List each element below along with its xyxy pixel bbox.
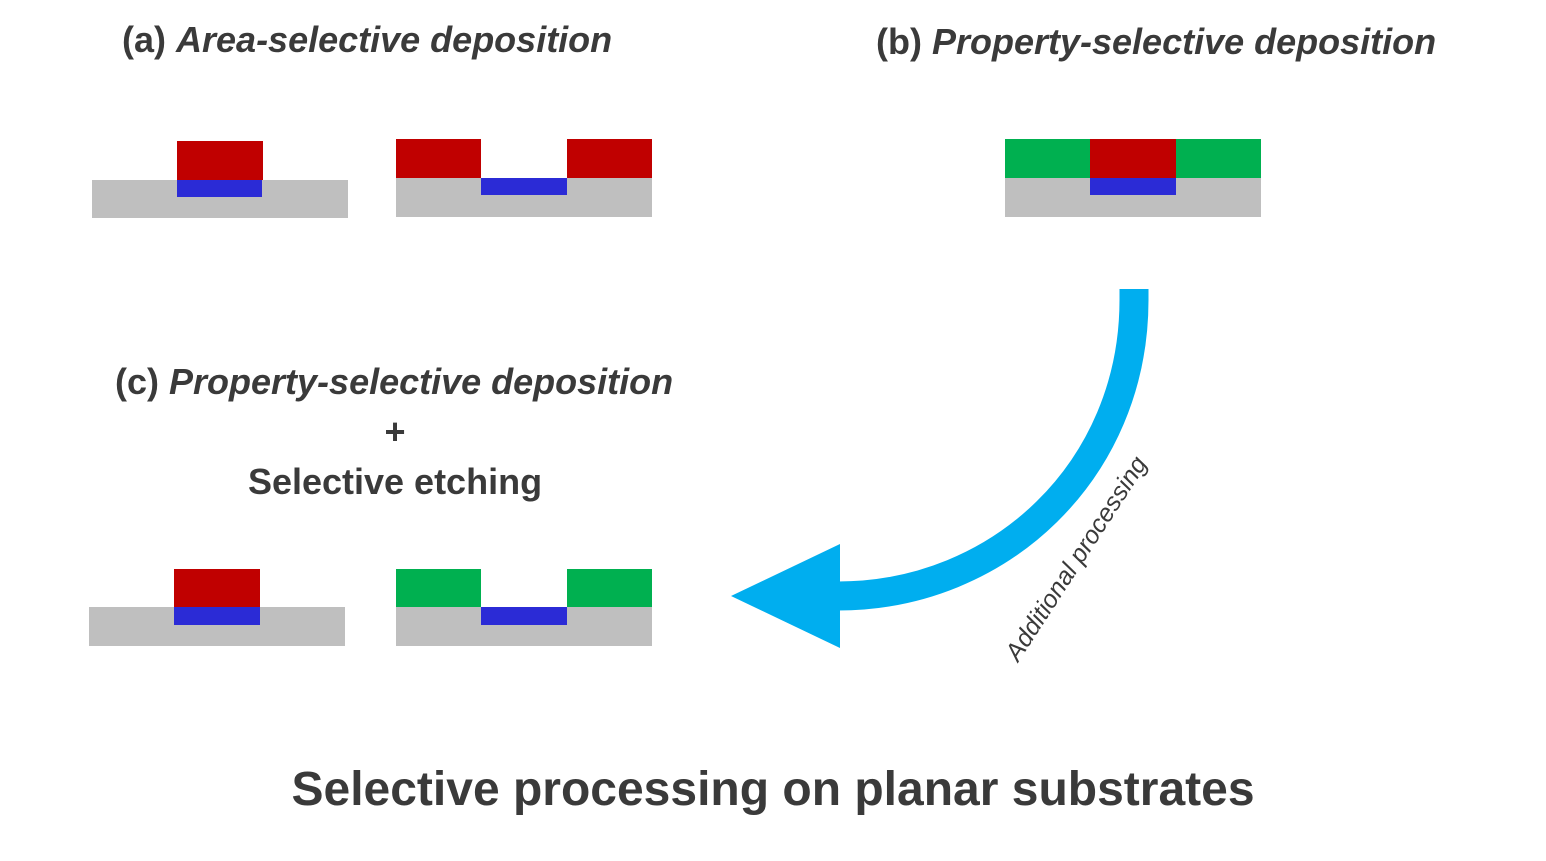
panel-b-heading: Property-selective deposition <box>931 21 1437 62</box>
panel-c-title-line1: (c) Property-selective deposition <box>115 364 673 400</box>
blue-pattern <box>481 607 567 625</box>
red-film <box>177 141 263 180</box>
blue-pattern <box>481 178 567 195</box>
panel-a-letter: (a) <box>122 19 166 60</box>
green-film-left <box>396 569 481 607</box>
panel-a-title: (a) Area-selective deposition <box>122 22 612 58</box>
panel-c-heading-2: Selective etching <box>247 461 543 502</box>
red-film <box>174 569 260 607</box>
red-film-left <box>396 139 481 178</box>
panel-b-structure <box>1005 139 1261 217</box>
panel-c-plus: + <box>384 411 406 452</box>
green-film-left <box>1005 139 1090 178</box>
panel-b-letter: (b) <box>876 21 922 62</box>
panel-c-structure-1 <box>89 569 345 646</box>
panel-a-heading: Area-selective deposition <box>176 19 613 60</box>
panel-a-structure-1 <box>92 141 348 218</box>
blue-pattern <box>177 180 262 197</box>
panel-a-structure-2 <box>396 139 652 217</box>
red-film-right <box>567 139 652 178</box>
arrow-head <box>731 544 840 648</box>
main-title: Selective processing on planar substrate… <box>291 763 1255 816</box>
blue-pattern <box>174 607 260 625</box>
blue-pattern <box>1090 178 1176 195</box>
panel-c-letter: (c) <box>115 361 159 402</box>
arrow-shaft <box>837 289 1149 611</box>
green-film-right <box>567 569 652 607</box>
process-arrow <box>731 289 1149 648</box>
panel-c-structure-2 <box>396 569 652 646</box>
panel-b-title: (b) Property-selective deposition <box>876 24 1436 60</box>
panel-c-heading-1: Property-selective deposition <box>169 361 674 402</box>
red-film-center <box>1090 139 1176 178</box>
green-film-right <box>1176 139 1261 178</box>
